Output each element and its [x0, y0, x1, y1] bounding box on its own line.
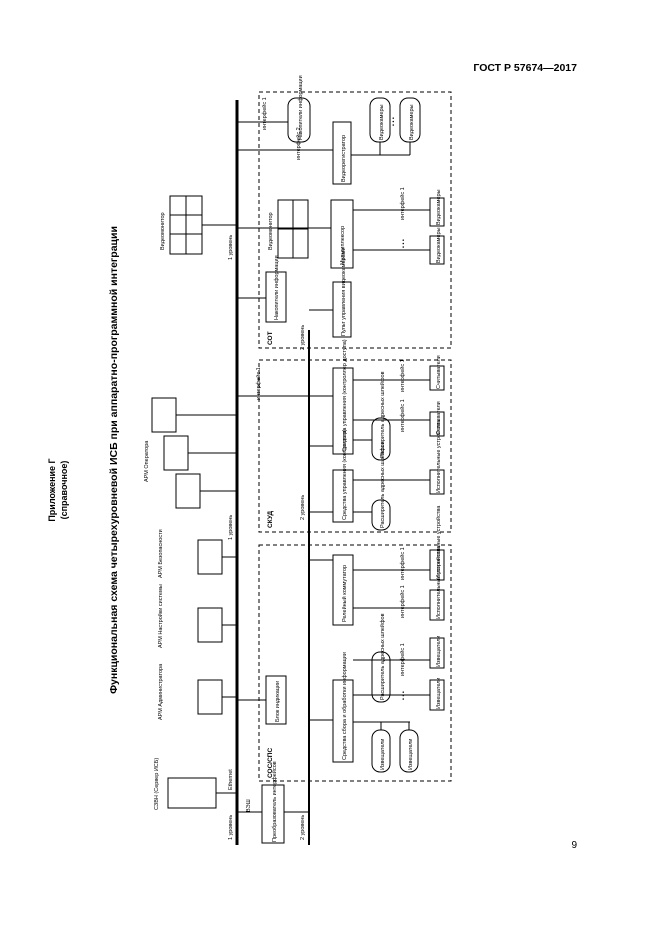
collect-block: [332, 679, 354, 763]
detector-ellipse-1-label: Извещатели: [380, 739, 386, 770]
expander-ellipse-2: [371, 499, 391, 531]
camera-ellipse-1-label: Видеокамеры: [379, 104, 385, 140]
multiplexer-block: [330, 199, 354, 269]
link-label-4: интерфейс 1: [255, 367, 262, 400]
video-monitor-label: Видеомонитор: [160, 212, 166, 250]
video-recorder-block: [332, 121, 352, 185]
expander-1-label: Расширитель адресных шлейфов: [379, 371, 386, 458]
indication-label: Блок индикации: [275, 681, 281, 722]
subsystem-frame-sos: [258, 544, 452, 782]
detector-box-1: [429, 637, 445, 669]
level2-label-top: 2 уровень: [300, 325, 306, 350]
settings-label: АРМ Настройки системы: [157, 584, 164, 648]
link-label-3: интерфейс 1: [399, 187, 406, 220]
sot-monitor-label: Видеомонитор: [268, 212, 274, 250]
camera-box-1: [429, 197, 445, 227]
multiplexer-label: Мультиплексор: [340, 226, 346, 265]
expander-3-label: Расширитель адресных шлейфов: [379, 613, 386, 700]
reader-3-label: Исполнительные устройства: [435, 419, 442, 493]
ellipsis-cameras: • • •: [391, 117, 397, 126]
acs-control-label: Средства управления (контроллер доступа): [342, 339, 348, 452]
page-number: 9: [571, 840, 577, 851]
detector-box-2-label: Извещатели: [436, 678, 442, 709]
executive-1-label: Исполнительные устройства: [435, 505, 442, 579]
operator-label: АРМ Оператора: [144, 440, 150, 482]
acs-label: Средства управления (контроллер): [342, 429, 348, 520]
link-label-8: интерфейс 1: [399, 585, 406, 618]
acs-control-block: [332, 367, 354, 455]
monitor-operator-1: [151, 397, 177, 433]
level1-label-bottom: 1 уровень: [228, 815, 234, 840]
reader-box-1: [429, 365, 445, 391]
link-label-5: интерфейс 1: [399, 359, 406, 392]
remote-control-label: Релейный коммутатор: [341, 565, 348, 622]
storage-block: [265, 271, 287, 323]
link-label-7: интерфейс 1: [399, 547, 406, 580]
interface-converter-block: [261, 784, 285, 844]
subsystem-skud-label: СКУД: [267, 510, 274, 528]
camera-box-1-label: Видеокамеры: [436, 189, 442, 225]
camera-box-2: [429, 235, 445, 265]
executive-box-2: [429, 589, 445, 621]
acs-block: [332, 469, 354, 523]
level1-label-mid: 1 уровень: [228, 515, 234, 540]
executive-box-1: [429, 549, 445, 581]
collect-label: Средства сбора и обработки информации: [342, 652, 348, 760]
ethernet-label: Ethernet: [228, 769, 234, 790]
monitor-admin: [197, 679, 223, 715]
reader-1-label: Считыватели: [436, 355, 442, 389]
server-label: СЗВН (Сервер ИСБ): [154, 758, 160, 810]
bus-label: ВЭШ: [246, 799, 252, 812]
detector-box-1-label: Извещатели: [436, 636, 442, 667]
monitor-operator-2: [163, 435, 189, 471]
link-label-1: интерфейс 1: [261, 97, 268, 130]
cctv-control-label: Пульт управления видеокамерами: [341, 247, 347, 336]
storage-ellipse-label: Накопители информации: [298, 75, 304, 140]
reader-box-2: [429, 411, 445, 437]
executive-2-label: Исполнительные устройства: [435, 545, 442, 619]
monitor-security: [197, 539, 223, 575]
storage-label: Накопители информации: [274, 255, 280, 320]
expander-2-label: Расширитель адресных шлейфов: [379, 441, 386, 528]
monitor-settings: [197, 607, 223, 643]
monitor-operator-3: [175, 473, 201, 509]
subsystem-sos-label: СОС/СПС: [267, 748, 274, 778]
link-label-9: интерфейс 1: [399, 643, 406, 676]
storage-ellipse: [287, 97, 311, 143]
document-header: ГОСТ Р 57674—2017: [473, 62, 577, 74]
level1-label-top: 1 уровень: [228, 235, 234, 260]
camera-box-2-label: Видеокамеры: [436, 227, 442, 263]
server-icon: [167, 777, 217, 809]
link-label-2: интерфейс 2: [295, 127, 302, 160]
reader-2-label: Считыватели: [436, 401, 442, 435]
level2-label-bottom: 2 уровень: [300, 815, 306, 840]
video-recorder-label: Видеорегистратор: [341, 135, 347, 182]
expander-ellipse-3: [371, 651, 391, 703]
interface-converter-label: Преобразователь интерфейсов: [271, 761, 278, 842]
remote-control-block: [332, 554, 354, 626]
security-label: АРМ Безопасности: [158, 529, 164, 578]
level2-label-mid: 2 уровень: [300, 495, 306, 520]
expander-ellipse-1: [371, 417, 391, 461]
subsystem-sot-label: СОТ: [267, 331, 274, 345]
detector-ellipse-2-label: Извещатели: [408, 739, 414, 770]
camera-ellipse-2-label: Видеокамеры: [409, 104, 415, 140]
ellipsis-sos: • • •: [401, 691, 407, 700]
admin-label: АРМ Администратора: [158, 663, 164, 720]
reader-box-3: [429, 469, 445, 495]
subsystem-frame-skud: [258, 359, 452, 533]
link-label-6: интерфейс 1: [399, 399, 406, 432]
ellipsis-sot: • • •: [401, 239, 407, 248]
